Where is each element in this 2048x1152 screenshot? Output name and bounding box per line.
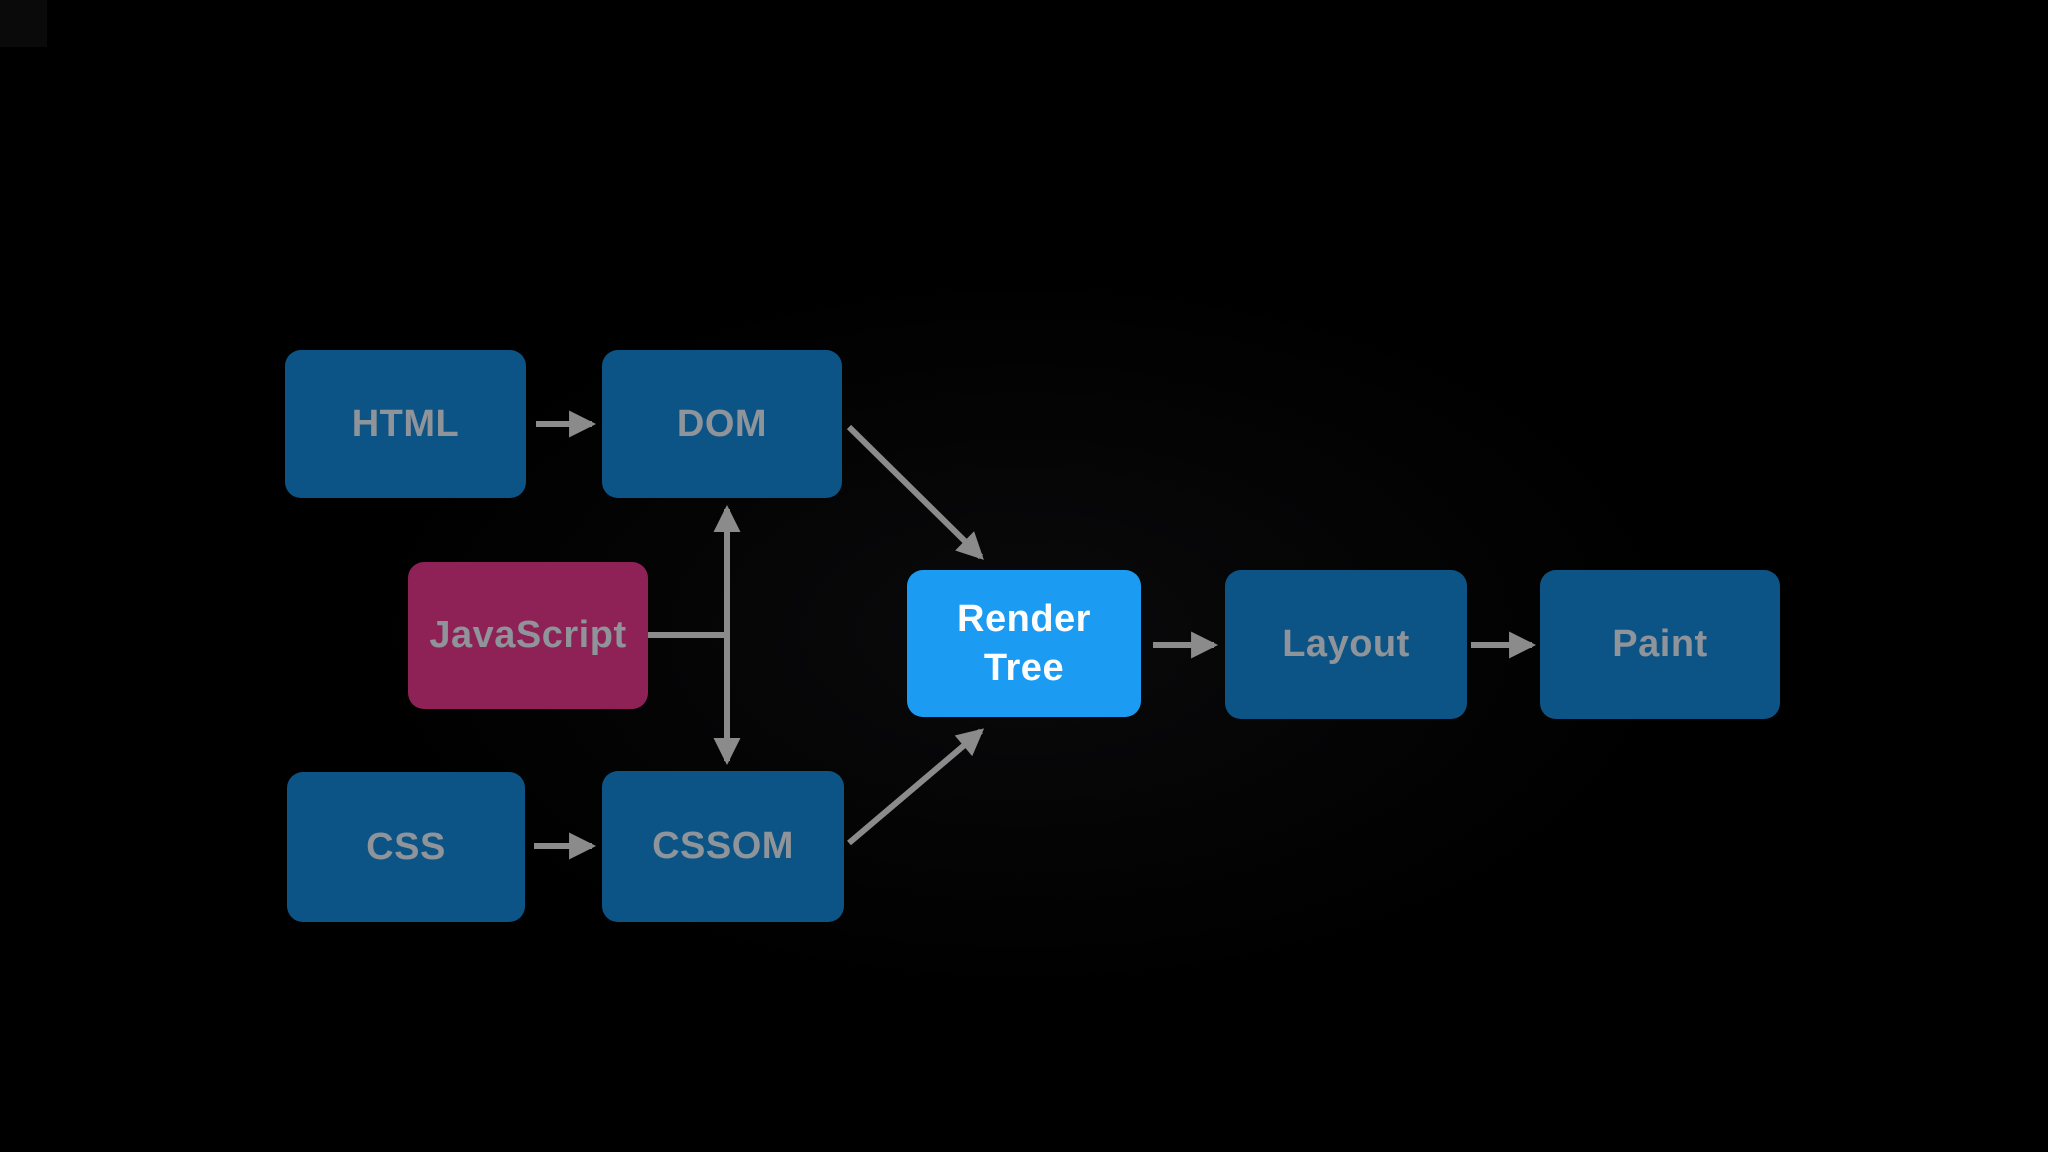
node-cssom: CSSOM [602, 771, 844, 922]
node-dom: DOM [602, 350, 842, 498]
node-html-label: HTML [351, 402, 460, 445]
node-render-tree-label-line2: Tree [983, 646, 1065, 689]
node-render-tree-label-line1: Render [957, 597, 1091, 640]
node-javascript-label: JavaScript [429, 614, 627, 656]
node-css-label: CSS [366, 825, 446, 868]
node-paint: Paint [1540, 570, 1780, 719]
node-layout-label: Layout [1282, 623, 1410, 665]
node-html: HTML [285, 350, 526, 498]
node-cssom-label: CSSOM [652, 825, 794, 867]
node-dom-label: DOM [676, 402, 768, 445]
node-paint-label: Paint [1612, 623, 1708, 665]
node-javascript: JavaScript [408, 562, 648, 709]
node-css: CSS [287, 772, 525, 922]
edge-dom-render-tree-arrow [846, 424, 984, 560]
edge-cssom-render-tree-arrow [847, 728, 985, 846]
node-layout: Layout [1225, 570, 1467, 719]
node-render-tree: Render Tree [907, 570, 1141, 717]
corner-artifact [0, 0, 47, 47]
